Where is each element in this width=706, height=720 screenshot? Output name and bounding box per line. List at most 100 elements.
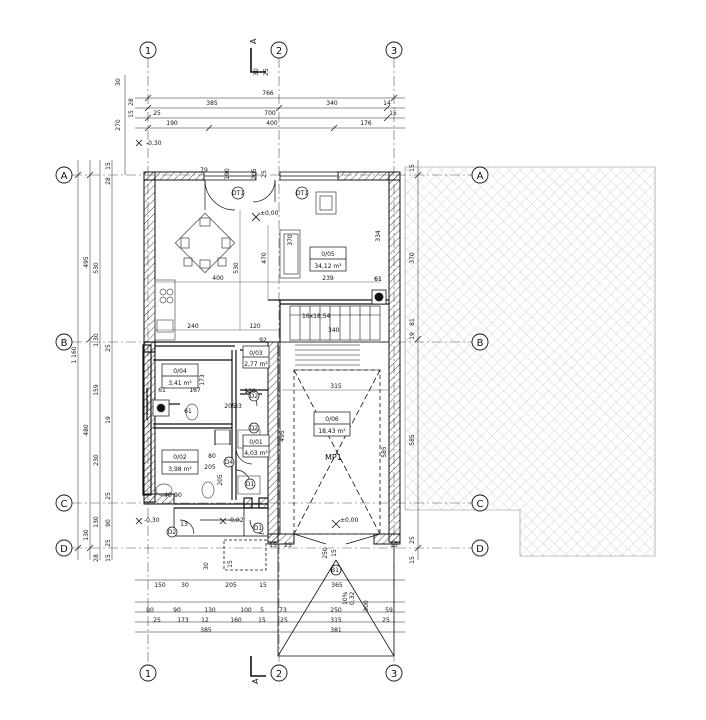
dim-left-c3-d: 19	[105, 416, 112, 424]
axis-label-2-bottom: 2	[276, 669, 282, 680]
dim-wc-h2: 173	[199, 374, 206, 386]
room-0-03-id: 0/03	[249, 350, 263, 357]
dim-top-c1-b: 340	[326, 100, 338, 107]
level-outside-left: -0,30	[144, 517, 160, 524]
dim-left-c3-h: 28	[93, 554, 100, 562]
room-0-04-area: 3,41 m²	[168, 380, 192, 387]
dim-bath-w: 205	[217, 474, 224, 486]
misc-10: 61	[184, 408, 192, 415]
dim-living-w2: 239	[322, 275, 334, 282]
room-0-05-area: 34,12 m²	[314, 263, 342, 270]
room-0-06-area: 18,43 m²	[318, 428, 346, 435]
dim-d-c: 61	[374, 276, 382, 283]
dim-bot-c2-e: 5	[260, 607, 264, 614]
section-label-bottom: A	[251, 678, 260, 684]
dim-left-c2-b: 1 30	[93, 333, 100, 347]
dim-right-6: 15	[409, 556, 416, 564]
dim-top-c2-c: 15	[389, 110, 397, 117]
slope-label: 10%	[342, 591, 349, 605]
axis-label-3-bottom: 3	[391, 669, 397, 680]
dim-left-c1-a: 495	[83, 256, 90, 268]
section-mark-bottom	[250, 656, 266, 677]
axis-label-D-left: D	[60, 544, 68, 555]
axis-label-D-right: D	[476, 544, 484, 555]
misc-5: 15	[390, 542, 398, 549]
axis-label-B-left: B	[61, 338, 68, 349]
dim-left-c2-c: 159	[93, 384, 100, 396]
misc-0: 79	[200, 167, 208, 174]
dim-bot-small: 300	[363, 600, 370, 612]
dim-d-b: 205	[251, 168, 258, 180]
dim-hall-h2: 585	[381, 446, 388, 458]
entry-area	[173, 507, 269, 571]
dim-corr-h: 205	[224, 403, 236, 410]
dim-bot-c3-e: 15	[258, 617, 266, 624]
axis-label-1-bottom: 1	[145, 669, 151, 680]
door-tag-d4: D4	[225, 459, 234, 466]
dim-bot-c2-d: 100	[240, 607, 252, 614]
dim-left-c2-a: 530	[93, 262, 100, 274]
sofa-icon	[279, 191, 337, 279]
dim-right-5: 25	[409, 536, 416, 544]
terrace-area	[404, 166, 656, 557]
dim-bot-c3-b: 173	[177, 617, 189, 624]
room-0-03-area: 2,77 m²	[244, 361, 268, 368]
dim-d-a: 190	[224, 168, 231, 180]
dim-corr-w: 120	[244, 388, 256, 395]
exterior-walls	[143, 171, 401, 545]
dim-right-3: 19	[409, 332, 416, 340]
dim-bot-c2-g: 250	[330, 607, 342, 614]
door-tag-dt1-a: DT1	[232, 190, 244, 197]
misc-2: 30	[253, 68, 260, 76]
dim-top-c1-c: 14	[383, 100, 391, 107]
room-0-01-area: 4,03 m²	[244, 450, 268, 457]
dim-bot-c3-f: 25	[280, 617, 288, 624]
dim-left-c2-e: 130	[83, 529, 90, 541]
dim-right-4: 585	[409, 434, 416, 446]
dim-bath-h: 80	[208, 453, 216, 460]
axis-label-1-top: 1	[145, 46, 151, 57]
dim-left-c3-c: 25	[105, 344, 112, 352]
dim-right-2: 81	[409, 318, 416, 326]
dim-bot-c1-d: 15	[259, 582, 267, 589]
axis-label-3-top: 3	[391, 46, 397, 57]
dim-bot-c3-h: 25	[382, 617, 390, 624]
dim-bot-c2-h: 59	[385, 607, 393, 614]
dim-left-stack-3: 270	[115, 119, 122, 131]
dim-top-c3-b: 400	[266, 120, 278, 127]
dim-bot-c1-a: 150	[154, 582, 166, 589]
axis-label-B-right: B	[477, 338, 484, 349]
dim-left-c3-b: 15	[105, 162, 112, 170]
room-0-02-area: 3,98 m²	[168, 466, 192, 473]
stair-width: 340	[328, 327, 340, 334]
dim-bot-c2-c: 130	[204, 607, 216, 614]
axis-bubbles	[55, 41, 489, 682]
dim-left-c3-i: 15	[105, 554, 112, 562]
section-label-top: A	[249, 38, 258, 44]
door-tag-d1-b: D1	[254, 525, 263, 532]
wc-fixtures-icon	[152, 399, 261, 499]
axis-label-A-left: A	[61, 171, 68, 182]
door-tag-d2-c: D2	[168, 529, 177, 536]
dim-left-c3-f: 90	[105, 519, 112, 527]
axis-label-C-left: C	[61, 499, 68, 510]
dim-sofa: 61	[374, 276, 382, 283]
level-top-left: -0,30	[146, 140, 162, 147]
dim-bot-c2-f: 73	[279, 607, 287, 614]
door-tag-b1: B1	[331, 567, 339, 574]
axis-label-2-top: 2	[276, 46, 282, 57]
dim-kitchen: 240	[187, 323, 199, 330]
dim-entry-w: 15	[227, 560, 234, 568]
kitchen-counter-icon	[154, 279, 176, 341]
stair-hall	[279, 341, 390, 545]
dim-left-stack-2: 15	[128, 110, 135, 118]
room-0-02-id: 0/02	[173, 454, 187, 461]
dim-bot-c1-c: 205	[225, 582, 237, 589]
misc-7: 250	[322, 547, 329, 559]
dim-left-c3-a: 28	[105, 177, 112, 185]
boiler-icon	[371, 289, 387, 305]
dim-left-c3-g: 25	[105, 539, 112, 547]
door-tag-d1-a: D1	[246, 481, 255, 488]
slope-value: 0,32	[349, 591, 356, 605]
dim-living-h4: 334	[375, 230, 382, 242]
